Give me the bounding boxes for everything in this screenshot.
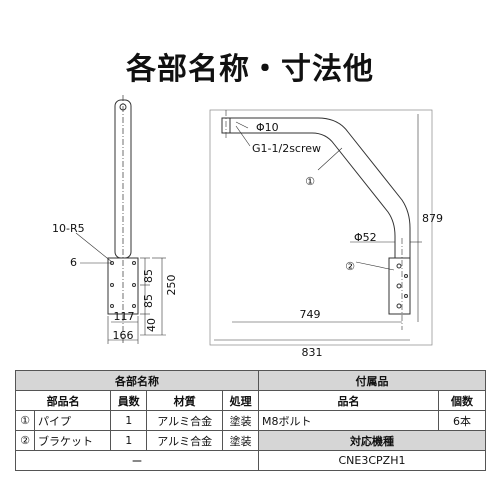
side-pipe	[114, 99, 132, 259]
front-pipe-inner	[228, 132, 396, 258]
front-bracket	[388, 257, 411, 315]
dim-85b: 85	[142, 294, 155, 308]
col-count: 個数	[438, 390, 486, 411]
table-row: M8ボルト 6本	[258, 410, 486, 431]
col-part-name: 部品名	[14, 390, 112, 411]
dim-phi10: Φ10	[256, 121, 279, 134]
dim-6: 6	[70, 256, 77, 269]
page-title: 各部名称・寸法他	[126, 52, 374, 87]
table-row: ① パイプ 1 アルミ合金 塗装	[15, 410, 259, 431]
callout-1: ①	[305, 175, 315, 188]
accessories-section-header: 付属品	[258, 370, 486, 391]
dim-166: 166	[113, 329, 134, 342]
dim-40: 40	[145, 318, 158, 332]
parts-table: 各部名称 部品名 員数 材質 処理 ① パイプ 1 アルミ合金 塗装 ② ブラケ…	[14, 370, 259, 471]
col-qty: 員数	[110, 390, 148, 411]
dim-250: 250	[165, 275, 178, 296]
col-item-name: 品名	[258, 390, 439, 411]
callout-2: ②	[345, 260, 355, 273]
compatible-models-header: 対応機種	[258, 430, 486, 451]
table-row: ② ブラケット 1 アルミ合金 塗装	[15, 430, 259, 451]
dim-831: 831	[302, 346, 323, 359]
dim-g1-screw: G1-1/2screw	[252, 142, 321, 155]
parts-section-header: 各部名称	[15, 370, 259, 391]
col-process: 処理	[222, 390, 259, 411]
model-name: CNE3CPZH1	[258, 450, 486, 471]
front-view	[209, 109, 433, 346]
dim-749: 749	[300, 308, 321, 321]
dim-phi52: Φ52	[354, 231, 377, 244]
dim-879: 879	[422, 212, 443, 225]
col-material: 材質	[146, 390, 224, 411]
dash-cell: ー	[15, 450, 259, 471]
front-pipe-outer	[228, 117, 411, 258]
dim-85a: 85	[142, 269, 155, 283]
front-extent-box	[209, 109, 433, 346]
side-view	[75, 95, 166, 345]
dim-117: 117	[114, 310, 135, 323]
dimension-drawing: 10-R5 6 85 85 250 117 40 166 Φ10 G1-1/2s…	[52, 95, 443, 359]
side-bracket	[107, 257, 139, 315]
accessories-table: 付属品 品名 個数 M8ボルト 6本 対応機種 CNE3CPZH1	[258, 370, 486, 471]
dim-r5: 10-R5	[52, 222, 85, 235]
